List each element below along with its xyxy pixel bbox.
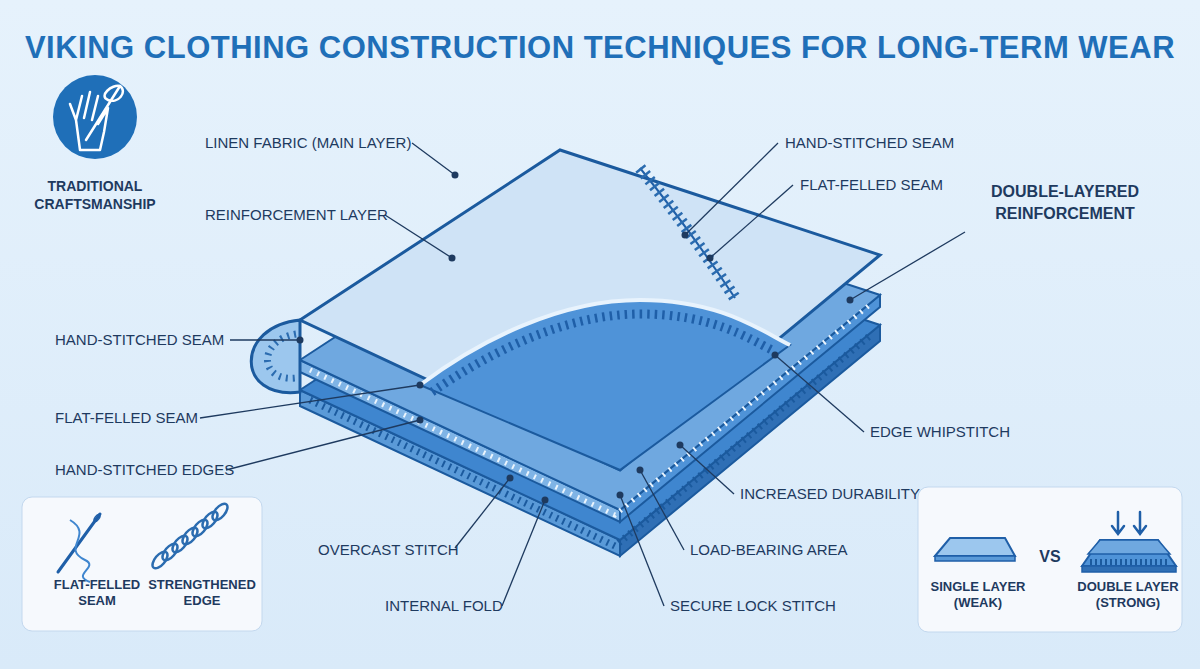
callout-label: LOAD-BEARING AREA (690, 540, 848, 560)
seam-line (640, 168, 735, 298)
title: VIKING CLOTHING CONSTRUCTION TECHNIQUES … (0, 30, 1200, 66)
callout-label: REINFORCEMENT LAYER (205, 205, 388, 225)
icon-circle (53, 75, 137, 159)
node-text: DOUBLE LAYER (STRONG) (1073, 579, 1183, 612)
needle-icon (58, 514, 101, 582)
flap-edge (420, 300, 790, 385)
spring-icon (150, 501, 231, 571)
icon-node: TRADITIONAL CRAFTSMANSHIP (20, 72, 170, 222)
edge-stitches (310, 303, 872, 515)
linen-top (300, 150, 880, 470)
node-text: VS (1030, 547, 1070, 567)
callout-label: INTERNAL FOLD (385, 596, 503, 616)
panel-bg (918, 487, 1182, 632)
callout-label: HAND-STITCHED SEAM (785, 133, 954, 153)
leader-lines (200, 143, 965, 606)
flap (420, 300, 790, 470)
node-text: SINGLE LAYER (WEAK) (923, 579, 1033, 612)
info-panel: FLAT-FELLED SEAMSTRENGTHENED EDGE (22, 497, 262, 631)
callout-label: DOUBLE-LAYERED REINFORCEMENT (970, 181, 1160, 224)
double-layer-icon (1082, 512, 1176, 572)
node-text: STRENGTHENED EDGE (147, 577, 257, 610)
callout-label: FLAT-FELLED SEAM (800, 175, 943, 195)
fold (251, 320, 300, 393)
panel-bg (22, 497, 262, 631)
callout-label: INCREASED DURABILITY (740, 484, 920, 504)
node-text: FLAT-FELLED SEAM (42, 577, 152, 610)
callout-label: HAND-STITCHED EDGES (55, 460, 234, 480)
info-panel: SINGLE LAYER (WEAK) VSDOUBLE LAYER (STRON… (918, 487, 1182, 632)
callout-label: SECURE LOCK STITCH (670, 596, 836, 616)
hand-icon (70, 86, 123, 150)
callout-label: HAND-STITCHED SEAM (55, 330, 224, 350)
callout-label: LINEN FABRIC (MAIN LAYER) (205, 133, 411, 153)
callout-label: EDGE WHIPSTITCH (870, 422, 1010, 442)
single-layer-icon (935, 538, 1015, 561)
callout-label: OVERCAST STITCH (318, 540, 459, 560)
callout-label: FLAT-FELLED SEAM (55, 408, 198, 428)
edge-stitches (310, 334, 872, 546)
flap-stitches (432, 314, 772, 392)
seam-stitches (640, 168, 735, 298)
title-text: VIKING CLOTHING CONSTRUCTION TECHNIQUES … (25, 30, 1175, 65)
node-text: TRADITIONAL CRAFTSMANSHIP (20, 178, 170, 213)
